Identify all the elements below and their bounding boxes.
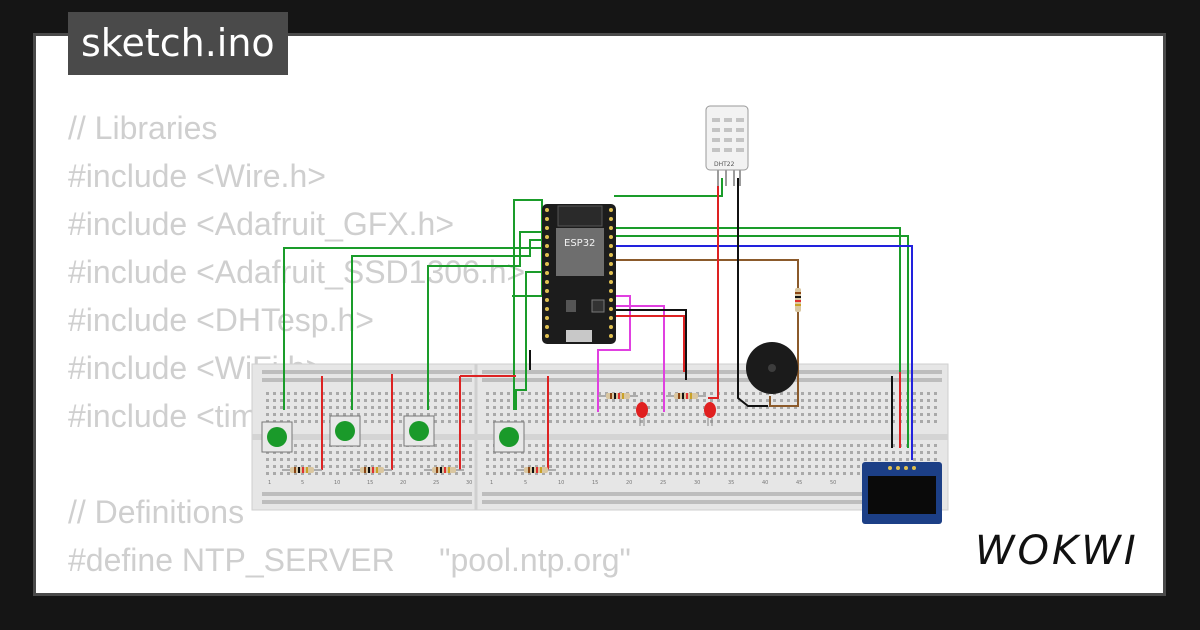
wire-black	[614, 309, 687, 380]
code-line: #define UTC_OFFSET 19800	[68, 584, 631, 593]
dht22-sensor: DHT22	[705, 105, 749, 186]
svg-text:50: 50	[830, 480, 836, 486]
svg-text:10: 10	[334, 480, 340, 486]
svg-text:20: 20	[400, 480, 406, 486]
resistor	[282, 467, 322, 473]
wire-brown	[614, 259, 799, 407]
wire-red	[614, 315, 685, 372]
code-line: #include <Wire.h>	[68, 158, 326, 194]
wire-red	[708, 178, 719, 399]
svg-text:25: 25	[433, 480, 439, 486]
resistor	[666, 393, 706, 399]
leds	[636, 402, 716, 426]
svg-text:40: 40	[762, 480, 768, 486]
wires	[283, 178, 913, 470]
svg-text:45: 45	[796, 480, 802, 486]
buzzer	[746, 342, 798, 394]
svg-text:15: 15	[592, 480, 598, 486]
wire-magenta	[614, 305, 665, 412]
svg-text:15: 15	[367, 480, 373, 486]
svg-text:25: 25	[660, 480, 666, 486]
wire-black	[737, 178, 768, 407]
code-line: #include <Adafruit_GFX.h>	[68, 206, 455, 242]
wire-green	[351, 239, 542, 410]
esp32-board: ESP32	[542, 204, 616, 344]
wire-green	[515, 271, 542, 410]
svg-text:1: 1	[268, 480, 271, 486]
resistor	[424, 467, 464, 473]
svg-text:5: 5	[301, 480, 304, 486]
dht22-label: DHT22	[714, 161, 735, 168]
wire-green	[512, 199, 543, 410]
resistor	[598, 393, 638, 399]
push-button	[329, 415, 361, 447]
push-buttons	[261, 415, 525, 453]
wire-green	[614, 235, 909, 448]
resistor	[516, 467, 556, 473]
push-button	[493, 421, 525, 453]
code-line: #include <DHTesp.h>	[68, 302, 374, 338]
code-line: // Libraries	[68, 110, 218, 146]
esp32-label: ESP32	[564, 238, 595, 249]
wire-blue	[614, 245, 913, 460]
code-line: #define NTP_SERVER "pool.ntp.org"	[68, 542, 631, 578]
led-red	[636, 402, 648, 426]
wokwi-logo: WOKWI	[975, 528, 1139, 574]
push-button	[261, 421, 293, 453]
code-line: // Definitions	[68, 494, 245, 530]
svg-text:30: 30	[466, 480, 472, 486]
push-button	[403, 415, 435, 447]
file-tab[interactable]: sketch.ino	[68, 12, 288, 75]
breadboard: 151015202530151015202530354045505560	[251, 363, 949, 511]
svg-text:5: 5	[524, 480, 527, 486]
wire-green	[283, 247, 542, 410]
svg-text:1: 1	[490, 480, 493, 486]
wire-magenta	[597, 295, 631, 412]
led-red	[704, 402, 716, 426]
wire-green	[427, 231, 542, 410]
svg-text:20: 20	[626, 480, 632, 486]
oled-display	[862, 462, 942, 524]
resistor	[795, 288, 801, 312]
resistor	[352, 467, 392, 473]
svg-text:10: 10	[558, 480, 564, 486]
svg-text:30: 30	[694, 480, 700, 486]
resistors	[282, 288, 801, 473]
svg-text:35: 35	[728, 480, 734, 486]
code-line: #include <Adafruit_SSD1306.h>	[68, 254, 526, 290]
wire-green	[614, 178, 723, 197]
